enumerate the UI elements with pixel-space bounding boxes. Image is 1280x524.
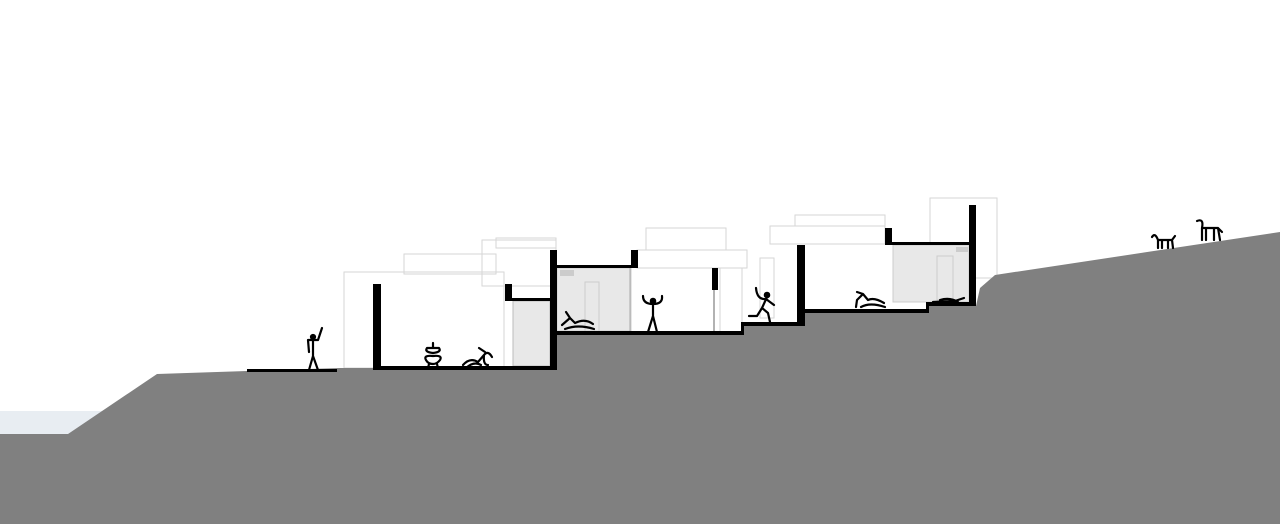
human-figure-icon xyxy=(461,346,494,370)
ground-terrain xyxy=(0,232,1280,524)
human-figure-icon xyxy=(931,296,966,304)
human-figure-icon xyxy=(747,286,776,324)
human-figure-icon xyxy=(424,341,442,370)
human-figure-icon xyxy=(854,290,887,309)
human-figure-icon xyxy=(306,326,324,372)
goat-icon xyxy=(1195,219,1224,242)
human-figure-icon xyxy=(560,310,596,331)
interior-fills xyxy=(512,244,970,367)
human-figure-icon xyxy=(641,294,664,334)
goat-icon xyxy=(1150,234,1177,250)
